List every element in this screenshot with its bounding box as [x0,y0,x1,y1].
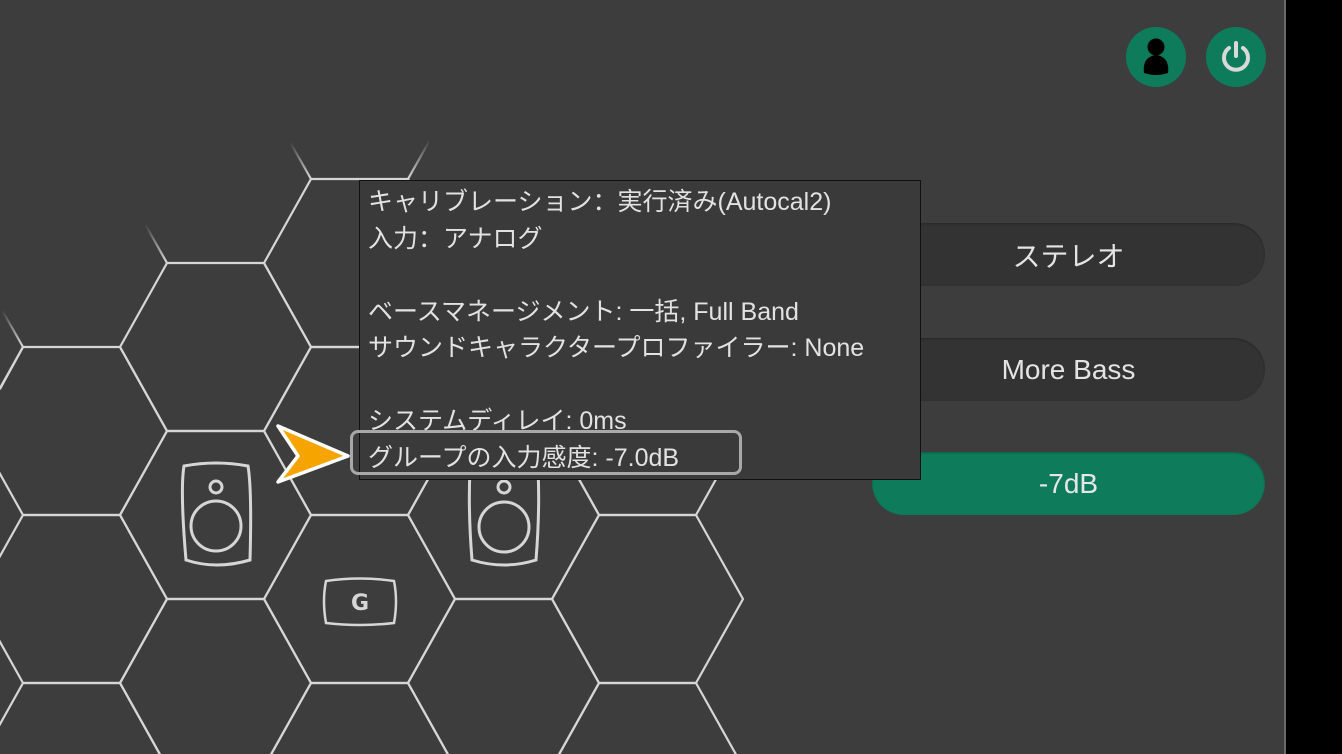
window-edge [1284,0,1286,754]
speaker-icon[interactable] [178,460,254,572]
tooltip-group-input-sensitivity: グループの入力感度: -7.0dB [368,443,680,472]
arrow-pointer-icon [276,424,350,484]
tooltip-spacer [368,367,920,404]
input-sensitivity-button[interactable]: -7dB [872,452,1265,515]
power-icon [1222,41,1250,72]
speaker-icon[interactable] [464,470,544,572]
stereo-button[interactable]: ステレオ [872,223,1265,286]
group-badge-label: G [351,591,369,616]
app-window: G ステレオ More Bass -7dB キャリブレーション：実行済み(Aut… [0,0,1284,754]
user-button[interactable] [1126,27,1186,87]
input-sensitivity-button-label: -7dB [1038,467,1099,499]
power-button[interactable] [1206,27,1266,87]
tooltip-calibration: キャリブレーション：実行済み(Autocal2) [368,188,832,216]
more-bass-button[interactable]: More Bass [872,338,1265,401]
group-badge-icon[interactable]: G [322,577,398,627]
tooltip-spacer [368,257,920,294]
tooltip-sound-character-profiler: サウンドキャラクタープロファイラー: None [368,334,865,362]
tooltip-input: 入力：アナログ [368,224,543,253]
tooltip-bass-management: ベースマネージメント: 一括, Full Band [368,297,799,326]
stereo-button-label: ステレオ [1012,240,1125,272]
highlight-box [350,430,742,475]
user-icon [1143,38,1169,75]
more-bass-button-label: More Bass [1001,353,1136,385]
